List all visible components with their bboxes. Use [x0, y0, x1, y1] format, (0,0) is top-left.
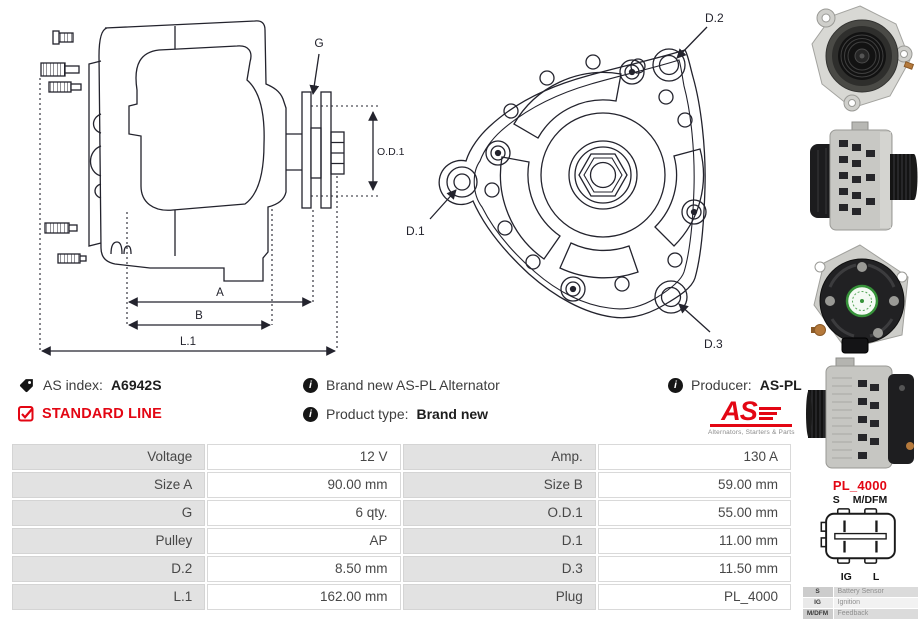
- standard-line-badge: STANDARD LINE: [18, 404, 162, 424]
- spec-value: 11.50 mm: [597, 556, 791, 582]
- spec-label: Amp.: [402, 444, 596, 470]
- technical-drawing-side-view: G O.D.1 A B L.1: [39, 20, 405, 356]
- legend-desc: Feedback: [833, 609, 918, 619]
- plug-legend: S Battery Sensor IG Ignition M/DFM Feedb…: [800, 587, 920, 620]
- spec-value: AP: [207, 528, 401, 554]
- product-type-value: Brand new: [416, 406, 489, 422]
- spec-label: L.1: [12, 584, 206, 610]
- spec-label: Plug: [402, 584, 596, 610]
- plug-pin-label-s: S: [832, 494, 840, 506]
- dimension-label-b: B: [195, 310, 203, 322]
- legend-pin: M/DFM: [802, 609, 833, 619]
- producer-value: AS-PL: [759, 377, 802, 393]
- description-text: Brand new AS-PL Alternator: [326, 377, 500, 393]
- legend-desc: Battery Sensor: [833, 587, 918, 597]
- as-logo-stripes-icon: [758, 407, 781, 423]
- spec-label: Size A: [12, 472, 206, 498]
- as-index: AS index: A6942S: [18, 375, 162, 395]
- producer-label: Producer:: [691, 377, 752, 393]
- as-logo-tagline: Alternators, Starters & Parts: [708, 428, 795, 436]
- spec-label: Size B: [402, 472, 596, 498]
- dimension-label-g: G: [314, 36, 323, 50]
- spec-value: 55.00 mm: [597, 500, 791, 526]
- product-photo-side-left[interactable]: [806, 356, 918, 470]
- spec-label: D.3: [402, 556, 596, 582]
- producer: i Producer: AS-PL: [668, 375, 802, 395]
- spec-value: PL_4000: [597, 584, 791, 610]
- dimension-label-l1: L.1: [180, 336, 196, 348]
- spec-value: 162.00 mm: [207, 584, 401, 610]
- spec-value: 6 qty.: [207, 500, 401, 526]
- spec-label: O.D.1: [402, 500, 596, 526]
- plug-pin-label-l: L: [872, 571, 880, 583]
- as-logo-text: AS: [721, 396, 758, 426]
- product-type: i Product type: Brand new: [303, 404, 488, 424]
- spec-value: 90.00 mm: [207, 472, 401, 498]
- info-icon: i: [668, 377, 683, 393]
- product-description: i Brand new AS-PL Alternator: [303, 375, 500, 395]
- spec-table: Voltage 12 V Amp. 130 A Size A 90.00 mm …: [12, 444, 791, 610]
- plug-pin-label-mdfm: M/DFM: [852, 494, 888, 506]
- product-photo-rear[interactable]: [806, 243, 918, 355]
- tag-icon: [20, 378, 33, 392]
- spec-label: D.1: [402, 528, 596, 554]
- spec-label: G: [12, 500, 206, 526]
- legend-pin: S: [802, 587, 833, 597]
- spec-value: 130 A: [597, 444, 791, 470]
- spec-label: D.2: [12, 556, 206, 582]
- hole-label-d2: D.2: [705, 11, 724, 25]
- plug-pin-label-ig: IG: [840, 571, 852, 583]
- dimension-label-a: A: [216, 287, 224, 299]
- hole-label-d3: D.3: [704, 337, 723, 351]
- as-index-label: AS index:: [43, 377, 103, 393]
- spec-value: 12 V: [207, 444, 401, 470]
- spec-value: 59.00 mm: [597, 472, 791, 498]
- spec-label: Pulley: [12, 528, 206, 554]
- plug-connector-diagram: [820, 508, 896, 564]
- checkbox-icon: [18, 406, 34, 422]
- spec-value: 11.00 mm: [597, 528, 791, 554]
- info-icon: i: [303, 377, 318, 393]
- spec-label: Voltage: [12, 444, 206, 470]
- product-photo-front[interactable]: [806, 2, 918, 114]
- info-icon: i: [303, 406, 318, 422]
- as-pl-logo: AS Alternators, Starters & Parts: [708, 396, 795, 436]
- legend-pin: IG: [802, 598, 833, 608]
- as-logo-bar: [710, 424, 792, 427]
- standard-line-text: STANDARD LINE: [42, 406, 162, 422]
- dimension-label-od1: O.D.1: [377, 146, 405, 158]
- plug-title: PL_4000: [832, 478, 888, 493]
- hole-label-d1: D.1: [406, 224, 425, 238]
- product-type-label: Product type:: [326, 406, 409, 422]
- spec-value: 8.50 mm: [207, 556, 401, 582]
- product-photo-side-right[interactable]: [806, 116, 918, 240]
- legend-desc: Ignition: [833, 598, 918, 608]
- plug-panel: PL_4000 S M/DFM IG L S: [800, 478, 920, 620]
- technical-drawing-front-view: D.2 D.1 D.3: [406, 11, 724, 351]
- as-index-value: A6942S: [110, 377, 162, 393]
